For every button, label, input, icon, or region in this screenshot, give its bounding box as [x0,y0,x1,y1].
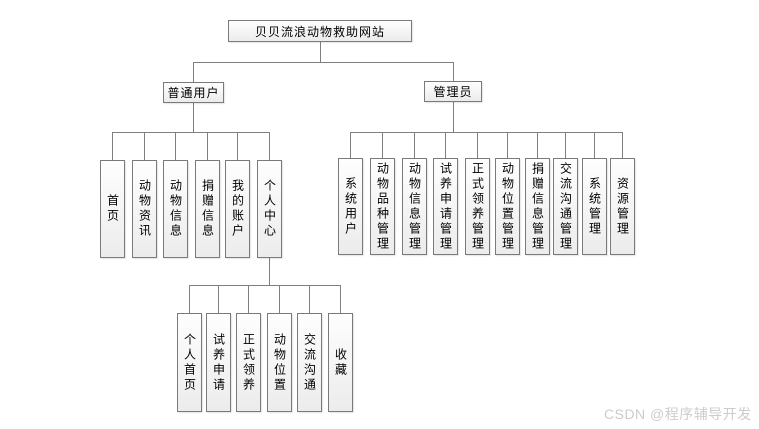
leaf-label: 动物信息 [168,179,183,239]
leaf-label: 试养申请管理 [438,161,453,252]
connector-line [350,132,351,158]
leaf-node-communication: 交流沟通 [297,313,322,412]
leaf-node-animal-info-mgmt: 动物信息管理 [402,158,427,255]
leaf-label: 交流沟通 [302,332,317,393]
connector-line [477,132,478,158]
leaf-label: 动物资讯 [137,179,152,239]
connector-line [175,132,176,160]
leaf-label: 捐赠信息管理 [530,161,545,252]
connector-line [279,285,280,313]
connector-line [340,285,341,313]
leaf-node-trial-apply: 试养申请 [206,313,231,412]
leaf-node-formal-adoption: 正式领养 [236,313,261,412]
leaf-label: 动物位置管理 [500,161,515,252]
leaf-label: 系统管理 [587,176,602,237]
leaf-node-system-mgmt: 系统管理 [582,158,607,255]
connector-line [320,42,321,62]
leaf-label: 首页 [105,194,120,224]
leaf-node-trial-apply-mgmt: 试养申请管理 [433,158,458,255]
leaf-label: 正式领养 [241,332,256,393]
connector-line [112,132,113,160]
leaf-node-breed-mgmt: 动物品种管理 [370,158,395,255]
leaf-node-donation-info: 捐赠信息 [195,160,220,258]
leaf-node-animal-location: 动物位置 [267,313,292,412]
connector-line [248,285,249,313]
branch-node-user: 普通用户 [163,82,224,103]
connector-line [350,132,623,133]
leaf-node-personal-center: 个人中心 [257,160,282,258]
connector-line [414,132,415,158]
leaf-label: 试养申请 [211,332,226,393]
leaf-label: 正式领养管理 [470,161,485,252]
connector-line [112,132,270,133]
connector-line [189,285,341,286]
leaf-node-location-mgmt: 动物位置管理 [495,158,520,255]
connector-line [622,132,623,158]
leaf-label: 个人首页 [182,332,197,393]
connector-line [507,132,508,158]
connector-line [193,62,454,63]
connector-line [193,62,194,82]
leaf-label: 捐赠信息 [200,179,215,239]
connector-line [207,132,208,160]
leaf-label: 动物位置 [272,332,287,393]
connector-line [193,103,194,132]
branch-node-admin: 管理员 [424,81,482,102]
root-node: 贝贝流浪动物救助网站 [228,20,412,42]
connector-line [144,132,145,160]
connector-line [453,102,454,132]
leaf-node-communication-mgmt: 交流沟通管理 [553,158,578,255]
connector-line [237,132,238,160]
connector-line [565,132,566,158]
leaf-node-resource-mgmt: 资源管理 [610,158,635,255]
leaf-label: 资源管理 [615,176,630,237]
connector-line [218,285,219,313]
watermark: CSDN @程序辅导开发 [604,406,752,422]
leaf-label: 动物品种管理 [375,161,390,252]
connector-line [594,132,595,158]
leaf-node-donation-mgmt: 捐赠信息管理 [525,158,550,255]
connector-line [189,285,190,313]
connector-line [453,62,454,81]
leaf-label: 个人中心 [262,179,277,239]
connector-line [537,132,538,158]
connector-line [269,132,270,160]
leaf-label: 我的账户 [230,179,245,239]
leaf-node-animal-news: 动物资讯 [132,160,157,258]
leaf-node-adoption-mgmt: 正式领养管理 [465,158,490,255]
leaf-node-my-account: 我的账户 [225,160,250,258]
leaf-node-system-users: 系统用户 [338,158,363,255]
connector-line [269,258,270,285]
connector-line [445,132,446,158]
connector-line [309,285,310,313]
leaf-node-personal-home: 个人首页 [177,313,202,412]
leaf-node-home: 首页 [100,160,125,258]
connector-line [382,132,383,158]
leaf-node-favorites: 收藏 [328,313,353,412]
leaf-label: 交流沟通管理 [558,161,573,252]
leaf-label: 收藏 [333,347,348,378]
leaf-label: 系统用户 [343,176,358,237]
leaf-node-animal-info: 动物信息 [163,160,188,258]
leaf-label: 动物信息管理 [407,161,422,252]
